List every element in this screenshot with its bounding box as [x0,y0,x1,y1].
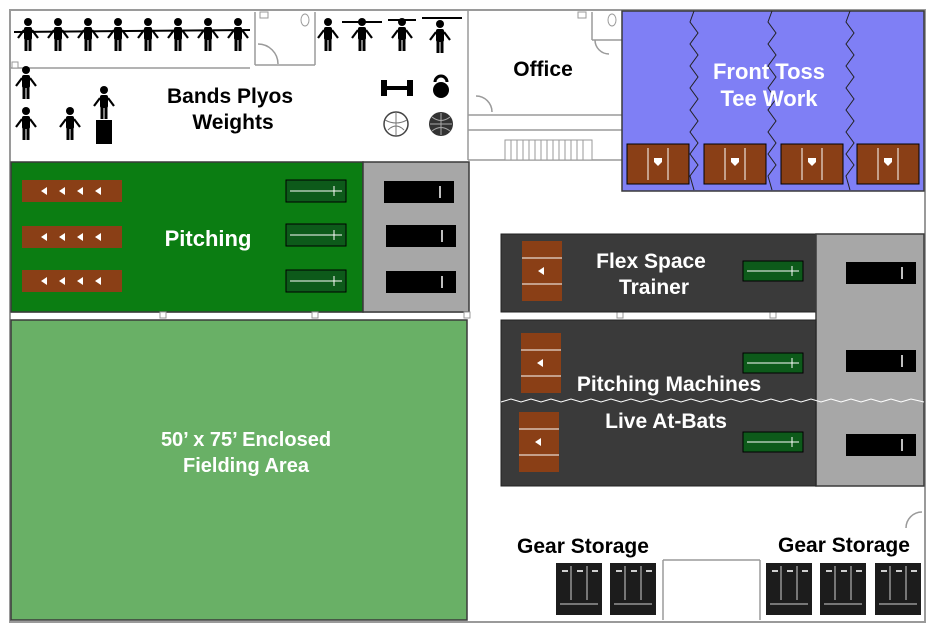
live-at-bats-label: Live At-Bats [605,410,727,433]
front-toss-zone [621,10,925,192]
flex-space-label: Flex Space [596,250,706,273]
batting-cages-zone [500,319,925,487]
toilet-icon [300,13,310,27]
pitching-target-icon [384,181,456,293]
pitching-mound-icon [285,179,347,293]
front-toss-label: Front Toss [713,59,825,84]
pitching-machines-label: Pitching Machines [577,373,761,396]
band-lines [13,17,462,33]
fielding-area [10,319,468,621]
trainer-label: Trainer [619,276,689,299]
fielding-area-label-2: Fielding Area [183,455,310,477]
sink-icon [259,11,269,19]
gear-storage-right-label: Gear Storage [778,534,910,557]
batting-box-icon [626,143,920,185]
plyo-box-icon [96,120,112,144]
tee-work-label: Tee Work [721,86,819,111]
office-label: Office [513,58,573,81]
bands-plyos-label: Bands Plyos [167,85,293,108]
fielding-area-label: 50’ x 75’ Enclosed [161,429,331,451]
sink-icon [577,11,587,19]
medicine-ball-icon [429,112,453,136]
stairs [504,139,593,161]
toilet-icon [607,13,617,27]
weights-label: Weights [192,111,273,134]
volleyball-icon [383,111,409,137]
pitching-label: Pitching [165,226,252,251]
dumbbell-icon [381,80,413,96]
pitching-zone [10,161,470,313]
plate-row-icon [22,180,122,292]
gear-storage-left-label: Gear Storage [517,535,649,558]
kettlebell-icon [433,74,449,98]
